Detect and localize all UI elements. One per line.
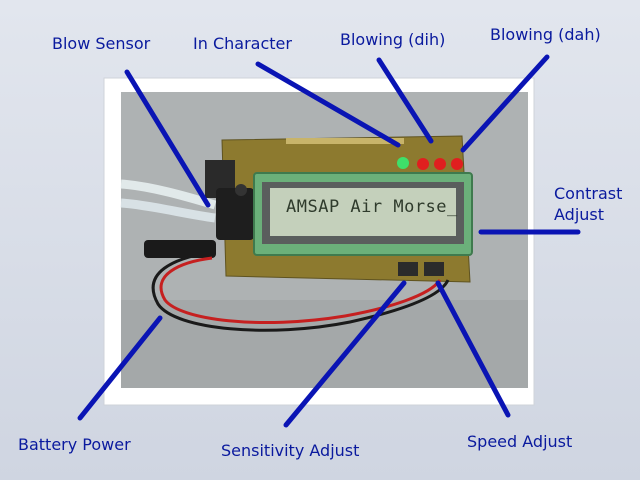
pointer-sensitivity-adjust	[283, 280, 407, 428]
pointer-speed-adjust	[435, 280, 511, 418]
lcd-screen	[270, 188, 456, 236]
speed-potentiometer	[424, 262, 444, 276]
pointer-blow-sensor	[124, 69, 211, 208]
label-contrast-line2: Adjust	[554, 205, 605, 224]
lcd-display-text: AMSAP Air Morse_	[286, 197, 458, 217]
battery-cable-plug	[144, 240, 216, 258]
label-contrast-adjust: Contrast Adjust	[554, 183, 622, 225]
pointer-lines	[77, 54, 581, 428]
pointer-in-character	[255, 61, 401, 148]
label-speed-adjust: Speed Adjust	[467, 432, 573, 451]
battery-wire-black	[151, 250, 450, 332]
label-in-character: In Character	[193, 34, 292, 53]
battery-wire-red	[159, 256, 442, 324]
label-blowing-dah: Blowing (dah)	[490, 25, 601, 44]
label-blowing-dih: Blowing (dih)	[340, 30, 446, 49]
led-in-character	[397, 157, 409, 169]
pointer-blowing-dah	[460, 54, 550, 153]
pin-header	[286, 138, 404, 144]
led-dih-2	[434, 158, 446, 170]
pointer-battery-power	[77, 315, 163, 421]
label-blow-sensor: Blow Sensor	[52, 34, 151, 53]
air-tube-lower	[120, 198, 216, 223]
led-dih-1	[417, 158, 429, 170]
pressure-sensor-port	[235, 184, 247, 196]
led-dah	[451, 158, 463, 170]
label-sensitivity-adjust: Sensitivity Adjust	[221, 441, 360, 460]
pressure-sensor-icon	[216, 188, 254, 240]
potentiometer-icon	[398, 262, 418, 276]
pointer-blowing-dih	[376, 57, 434, 144]
label-contrast-line1: Contrast	[554, 184, 623, 203]
label-battery-power: Battery Power	[18, 435, 131, 454]
